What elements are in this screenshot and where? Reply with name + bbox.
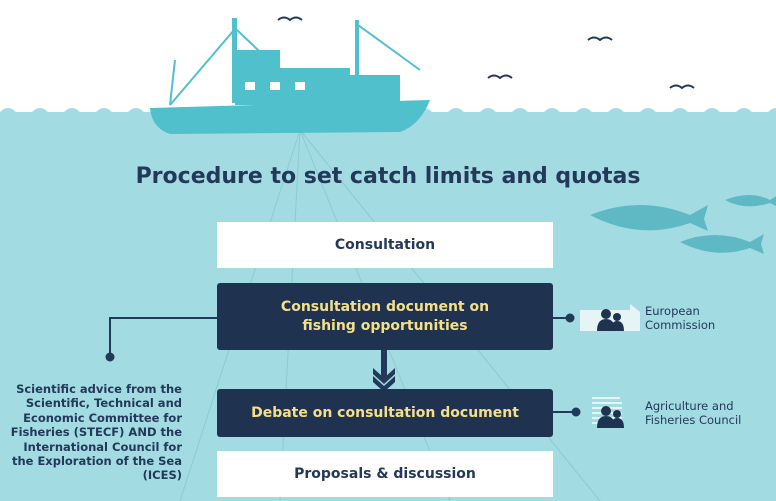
- step-proposals: Proposals & discussion: [217, 451, 553, 497]
- actor-agriculture-fisheries-council: Agriculture and Fisheries Council: [645, 399, 742, 427]
- scientific-advice-text: Scientific advice from the Scientific, T…: [10, 382, 182, 483]
- step-consultation-document: Consultation document on fishing opportu…: [217, 283, 553, 350]
- step-consultation: Consultation: [217, 222, 553, 268]
- fish-icon: [590, 195, 776, 254]
- council-people-icon: [592, 397, 624, 428]
- advice-ices: the International Council for the Explor…: [11, 425, 182, 483]
- commission-people-icon: [580, 304, 640, 331]
- advice-and: AND: [128, 425, 157, 440]
- page-title: Procedure to set catch limits and quotas: [135, 164, 641, 189]
- actor-european-commission: European Commission: [645, 304, 716, 332]
- step-debate: Debate on consultation document: [217, 389, 553, 437]
- connector-lines: [105, 313, 581, 417]
- fishing-boat-icon: [150, 18, 430, 134]
- advice-stecf: Scientific advice from the Scientific, T…: [10, 382, 182, 440]
- birds-icon: [277, 16, 695, 90]
- down-arrow-icon: [373, 350, 395, 392]
